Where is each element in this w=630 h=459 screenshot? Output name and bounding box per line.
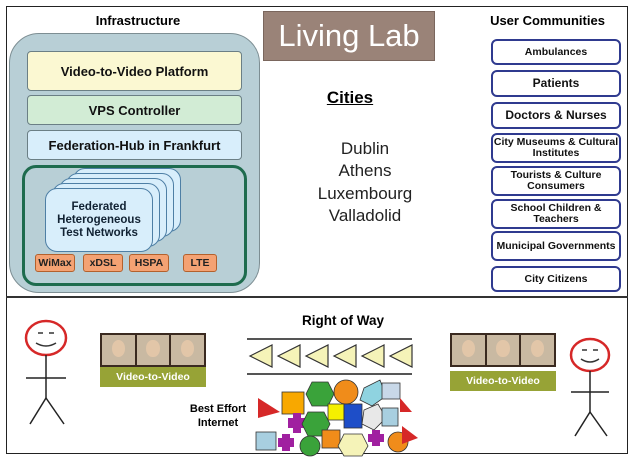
tech-xdsl: xDSL: [83, 254, 123, 272]
right-of-way-title: Right of Way: [302, 313, 384, 328]
city-item: Athens: [338, 161, 392, 180]
video-thumbnails-right: [450, 333, 556, 367]
tech-hspa: HSPA: [129, 254, 169, 272]
video-platform-box: Video-to-Video Platform: [27, 51, 242, 91]
tech-lte: LTE: [183, 254, 217, 272]
city-item: Luxembourg: [317, 184, 413, 203]
right-of-way-lane: [247, 338, 413, 375]
best-effort-traffic: [255, 379, 418, 457]
infrastructure-title: Infrastructure: [95, 13, 181, 28]
video-thumbnails-left: [100, 333, 206, 367]
user-stick-figure-left: [24, 319, 68, 425]
video-to-video-label-right: Video-to-Video: [450, 371, 556, 391]
video-to-video-label-left: Video-to-Video: [100, 367, 206, 387]
community-city-museums: City Museums & Cultural Institutes: [491, 133, 621, 163]
living-lab-title: Living Lab: [263, 11, 435, 61]
federated-networks-label: Federated Heterogeneous Test Networks: [45, 188, 153, 252]
vps-controller-box: VPS Controller: [27, 95, 242, 125]
community-ambulances: Ambulances: [491, 39, 621, 65]
community-doctors-nurses: Doctors & Nurses: [491, 102, 621, 129]
best-effort-internet-label: Best Effort Internet: [189, 403, 247, 429]
community-municipal: Municipal Governments: [491, 231, 621, 261]
federation-hub-box: Federation-Hub in Frankfurt: [27, 130, 242, 160]
community-citizens: City Citizens: [491, 266, 621, 292]
user-communities-title: User Communities: [490, 13, 605, 28]
tech-wimax: WiMax: [35, 254, 75, 272]
cities-title: Cities: [326, 88, 374, 107]
community-tourists: Tourists & Culture Consumers: [491, 166, 621, 196]
community-school: School Children & Teachers: [491, 199, 621, 229]
section-divider: [6, 296, 628, 298]
user-stick-figure-right: [569, 337, 611, 437]
city-item: Valladolid: [328, 206, 402, 225]
community-patients: Patients: [491, 70, 621, 97]
city-item: Dublin: [340, 139, 390, 158]
